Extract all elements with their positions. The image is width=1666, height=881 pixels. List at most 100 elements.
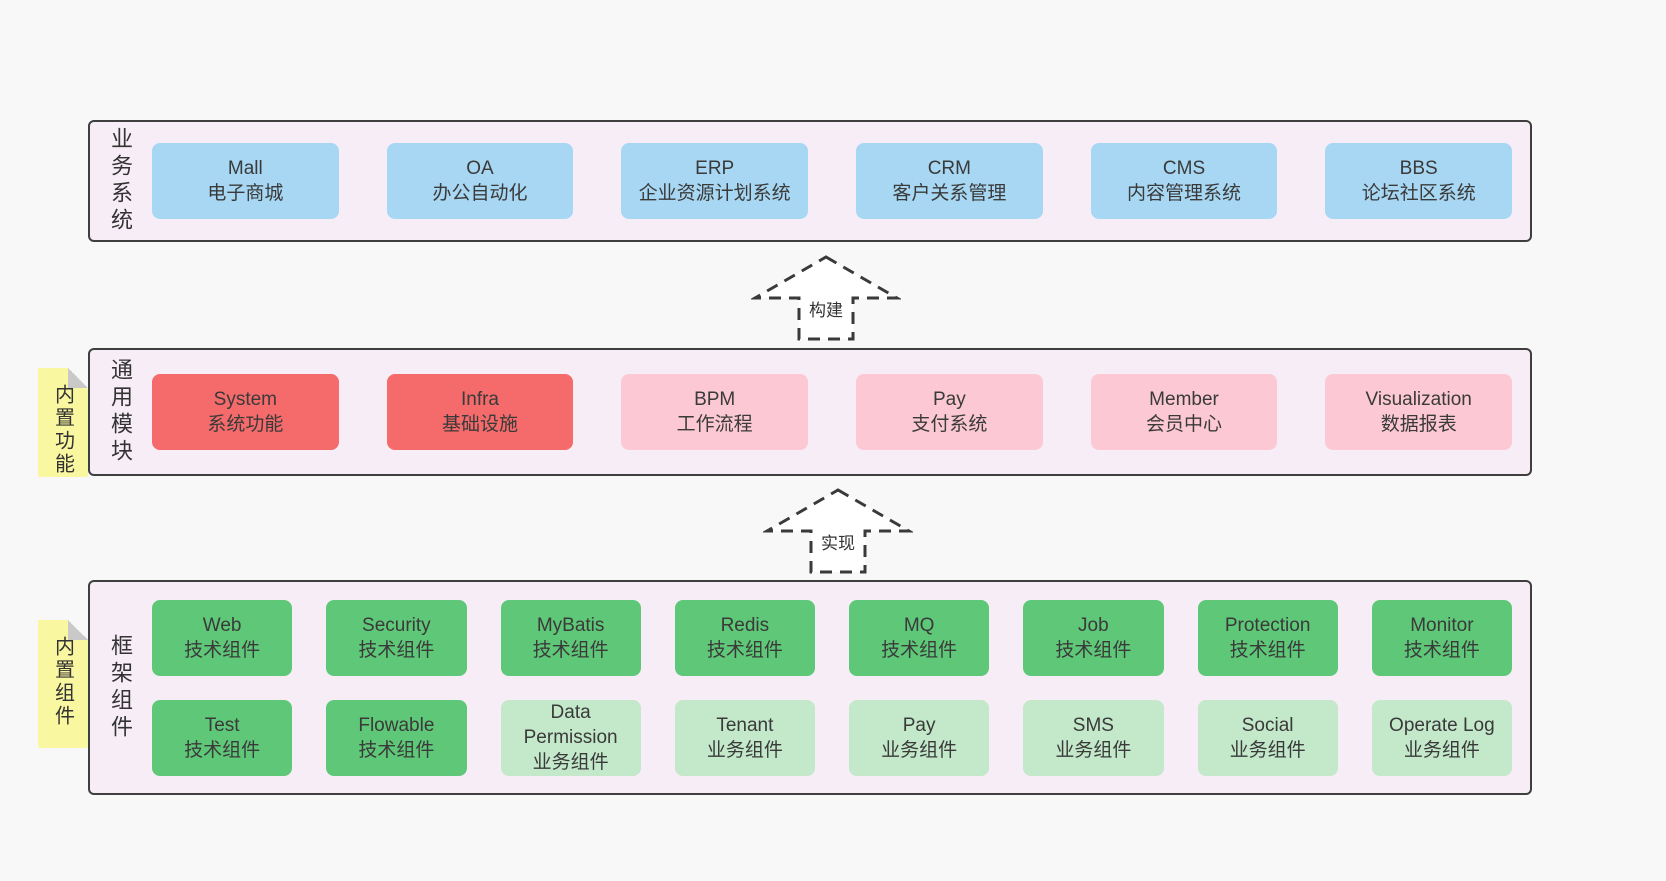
panel-framework-components: 框架组件 Web 技术组件 Security 技术组件 MyBatis 技术组件… [88, 580, 1532, 795]
box-bpm: BPM 工作流程 [621, 374, 809, 450]
box-security: Security 技术组件 [326, 599, 467, 676]
box-visualization: Visualization 数据报表 [1325, 374, 1513, 450]
box-cms: CMS 内容管理系统 [1090, 143, 1278, 219]
box-subtitle: 系统功能 [207, 414, 284, 435]
box-title: OA [466, 158, 494, 179]
box-title: Social [1241, 714, 1294, 736]
box-subtitle: 内容管理系统 [1127, 183, 1242, 204]
folded-corner-icon [68, 368, 88, 388]
box-member: Member 会员中心 [1090, 374, 1278, 450]
sticky-built-in-features: 内置功能 [38, 368, 88, 477]
folded-corner-icon [68, 620, 88, 640]
box-web: Web 技术组件 [152, 599, 293, 676]
box-mybatis: MyBatis 技术组件 [500, 599, 641, 676]
box-title: Pay [902, 714, 936, 736]
box-subtitle: 业务组件 [1403, 739, 1480, 761]
box-title: Monitor [1410, 614, 1474, 636]
box-subtitle: 技术组件 [1403, 639, 1480, 661]
box-subtitle: 业务组件 [1055, 739, 1132, 761]
box-title: Data Permission [523, 702, 618, 748]
box-title: Redis [720, 614, 770, 636]
arrow-build-label: 构建 [806, 296, 846, 321]
box-title: Infra [460, 389, 500, 410]
box-title: CMS [1162, 158, 1206, 179]
box-subtitle: 技术组件 [706, 639, 783, 661]
box-title: Operate Log [1389, 714, 1495, 736]
arrow-build: 构建 [751, 254, 901, 342]
box-subtitle: 支付系统 [911, 414, 988, 435]
box-pay-biz: Pay 业务组件 [849, 699, 990, 776]
box-subtitle: 技术组件 [358, 639, 435, 661]
box-subtitle: 论坛社区系统 [1361, 183, 1476, 204]
box-title: CRM [927, 158, 971, 179]
box-title: Security [362, 614, 431, 636]
panel-business-systems: 业务系统 Mall 电子商城 OA 办公自动化 ERP 企业资源计划系统 CRM… [88, 120, 1532, 242]
box-title: System [213, 389, 278, 410]
sticky-built-in-components: 内置组件 [38, 620, 88, 748]
section-label-modules: 通用模块 [108, 358, 133, 466]
box-title: ERP [695, 158, 735, 179]
box-tenant: Tenant 业务组件 [674, 699, 815, 776]
sticky-label: 内置功能 [51, 384, 74, 476]
box-subtitle: 业务组件 [1229, 739, 1306, 761]
box-subtitle: 企业资源计划系统 [638, 183, 791, 204]
box-subtitle: 数据报表 [1380, 414, 1457, 435]
box-mall: Mall 电子商城 [152, 143, 339, 219]
box-flowable: Flowable 技术组件 [326, 699, 467, 776]
box-subtitle: 电子商城 [207, 183, 284, 204]
box-title: SMS [1072, 714, 1114, 736]
box-mq: MQ 技术组件 [849, 599, 990, 676]
box-title: MQ [903, 614, 935, 636]
box-title: BBS [1399, 158, 1438, 179]
arrow-implement: 实现 [763, 487, 913, 575]
components-box-grid: Web 技术组件 Security 技术组件 MyBatis 技术组件 Redi… [152, 599, 1530, 776]
box-test: Test 技术组件 [152, 699, 293, 776]
box-title: Pay [932, 389, 966, 410]
box-title: Tenant [716, 714, 774, 736]
box-monitor: Monitor 技术组件 [1371, 599, 1512, 676]
box-subtitle: 技术组件 [881, 639, 958, 661]
box-title: Protection [1224, 614, 1311, 636]
box-sms: SMS 业务组件 [1023, 699, 1164, 776]
box-data-permission: Data Permission 业务组件 [500, 699, 641, 776]
box-oa: OA 办公自动化 [386, 143, 574, 219]
box-system: System 系统功能 [152, 374, 339, 450]
arrow-implement-label: 实现 [818, 529, 858, 554]
box-social: Social 业务组件 [1197, 699, 1338, 776]
box-title: MyBatis [536, 614, 605, 636]
box-subtitle: 办公自动化 [432, 183, 528, 204]
box-pay: Pay 支付系统 [856, 374, 1043, 450]
box-title: Test [204, 714, 240, 736]
sticky-label: 内置组件 [51, 636, 74, 728]
box-infra: Infra 基础设施 [386, 374, 574, 450]
section-label-business: 业务系统 [108, 127, 133, 235]
panel-common-modules: 通用模块 System 系统功能 Infra 基础设施 BPM 工作流程 Pay… [88, 348, 1532, 476]
box-subtitle: 技术组件 [1055, 639, 1132, 661]
box-title: Flowable [358, 714, 435, 736]
box-title: Web [202, 614, 242, 636]
box-title: Job [1078, 614, 1109, 636]
box-subtitle: 技术组件 [358, 739, 435, 761]
box-title: Visualization [1365, 389, 1472, 410]
box-redis: Redis 技术组件 [674, 599, 815, 676]
box-subtitle: 业务组件 [881, 739, 958, 761]
box-title: Mall [227, 158, 263, 179]
business-box-row: Mall 电子商城 OA 办公自动化 ERP 企业资源计划系统 CRM 客户关系… [152, 143, 1530, 219]
section-label-components: 框架组件 [108, 633, 133, 742]
box-subtitle: 技术组件 [532, 639, 609, 661]
box-subtitle: 会员中心 [1146, 414, 1223, 435]
box-job: Job 技术组件 [1023, 599, 1164, 676]
box-subtitle: 技术组件 [184, 739, 261, 761]
components-box-row-1: Web 技术组件 Security 技术组件 MyBatis 技术组件 Redi… [152, 599, 1512, 676]
box-subtitle: 技术组件 [184, 639, 261, 661]
box-subtitle: 基础设施 [442, 414, 519, 435]
box-subtitle: 技术组件 [1229, 639, 1306, 661]
box-protection: Protection 技术组件 [1197, 599, 1338, 676]
box-subtitle: 工作流程 [676, 414, 753, 435]
box-subtitle: 业务组件 [706, 739, 783, 761]
box-bbs: BBS 论坛社区系统 [1325, 143, 1513, 219]
box-title: Member [1149, 389, 1219, 410]
box-subtitle: 业务组件 [532, 752, 609, 773]
box-operate-log: Operate Log 业务组件 [1371, 699, 1512, 776]
